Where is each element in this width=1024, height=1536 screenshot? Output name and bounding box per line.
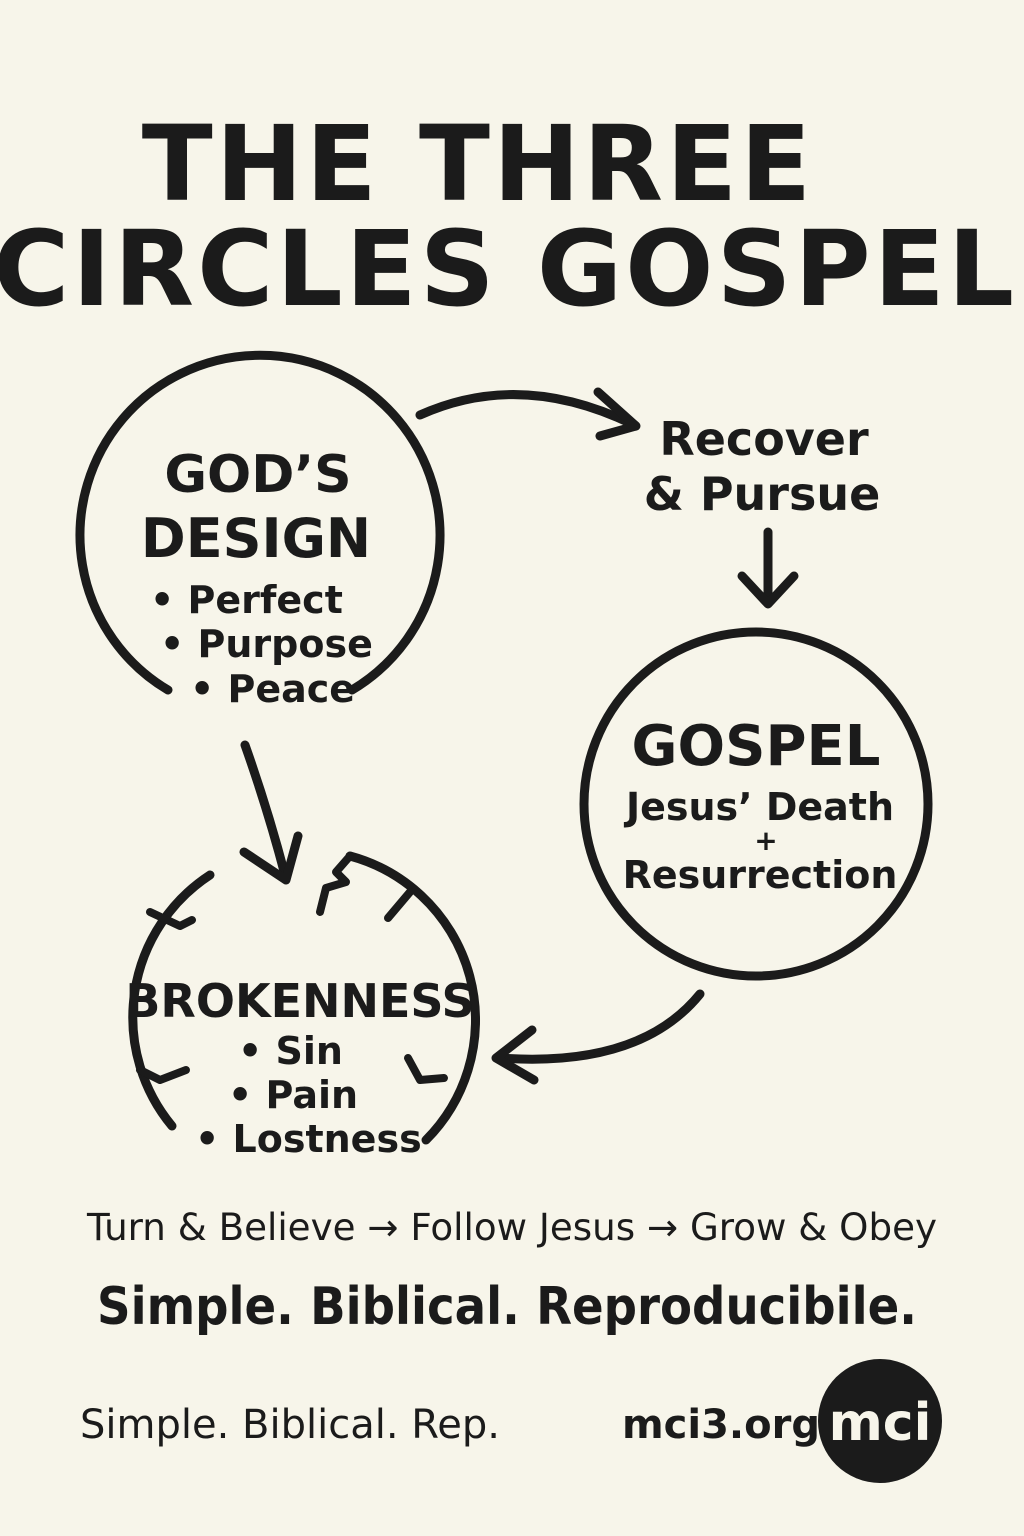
brokenness-crack-left-bottom: [136, 1066, 190, 1084]
gospel-line-2: Resurrection: [623, 853, 898, 897]
tagline: Simple. Biblical. Reproducibile.: [97, 1277, 917, 1337]
arrow-design-to-recover: [415, 390, 637, 429]
title-line-2: CIRCLES GOSPEL: [0, 208, 1017, 330]
brokenness-crack-right-bottom: [404, 1054, 448, 1084]
gospel-plus: +: [754, 824, 777, 857]
recover-line-2: & Pursue: [644, 467, 881, 521]
steps-line: Turn & Believe → Follow Jesus → Grow & O…: [86, 1206, 937, 1249]
brokenness-circle-left: [128, 870, 215, 1131]
mci-logo-circle: [818, 1359, 942, 1483]
gods-design-heading-1: GOD’S: [164, 445, 351, 505]
arrow-head-gospel-to-brokenness: [491, 1025, 539, 1085]
mci-logo: mci: [818, 1359, 942, 1483]
gospel-circle: [579, 627, 933, 981]
brokenness-item-pain: • Pain: [228, 1073, 358, 1117]
gods-design-item-peace: • Peace: [190, 667, 355, 711]
gods-design-item-purpose: • Purpose: [160, 622, 373, 666]
arrow-head-recover-to-gospel: [737, 571, 799, 609]
footer-url: mci3.org: [622, 1402, 820, 1448]
mci-logo-text: mci: [829, 1393, 932, 1453]
brokenness-item-sin: • Sin: [238, 1029, 343, 1073]
brokenness-crack-top: [316, 852, 354, 916]
brokenness-item-lostness: • Lostness: [195, 1117, 422, 1161]
footer-left-text: Simple. Biblical. Rep.: [80, 1402, 500, 1448]
gospel-heading: GOSPEL: [632, 714, 881, 779]
brokenness-crack-right-top: [384, 888, 414, 922]
brokenness-heading: BROKENNESS: [125, 974, 474, 1028]
brokenness-circle-right: [345, 851, 480, 1145]
recover-line-1: Recover: [659, 412, 869, 466]
arrow-head-design-to-recover: [593, 387, 641, 441]
gospel-line-1: Jesus’ Death: [623, 785, 894, 829]
arrow-gospel-to-brokenness: [495, 989, 705, 1064]
gods-design-heading-2: DESIGN: [141, 507, 371, 570]
gods-design-circle: [75, 350, 445, 695]
brokenness-crack-left-top: [146, 908, 196, 930]
arrow-design-to-brokenness: [240, 740, 290, 880]
arrow-head-design-to-brokenness: [239, 831, 303, 885]
gods-design-item-perfect: • Perfect: [150, 578, 343, 622]
title-line-1: THE THREE: [142, 103, 814, 225]
